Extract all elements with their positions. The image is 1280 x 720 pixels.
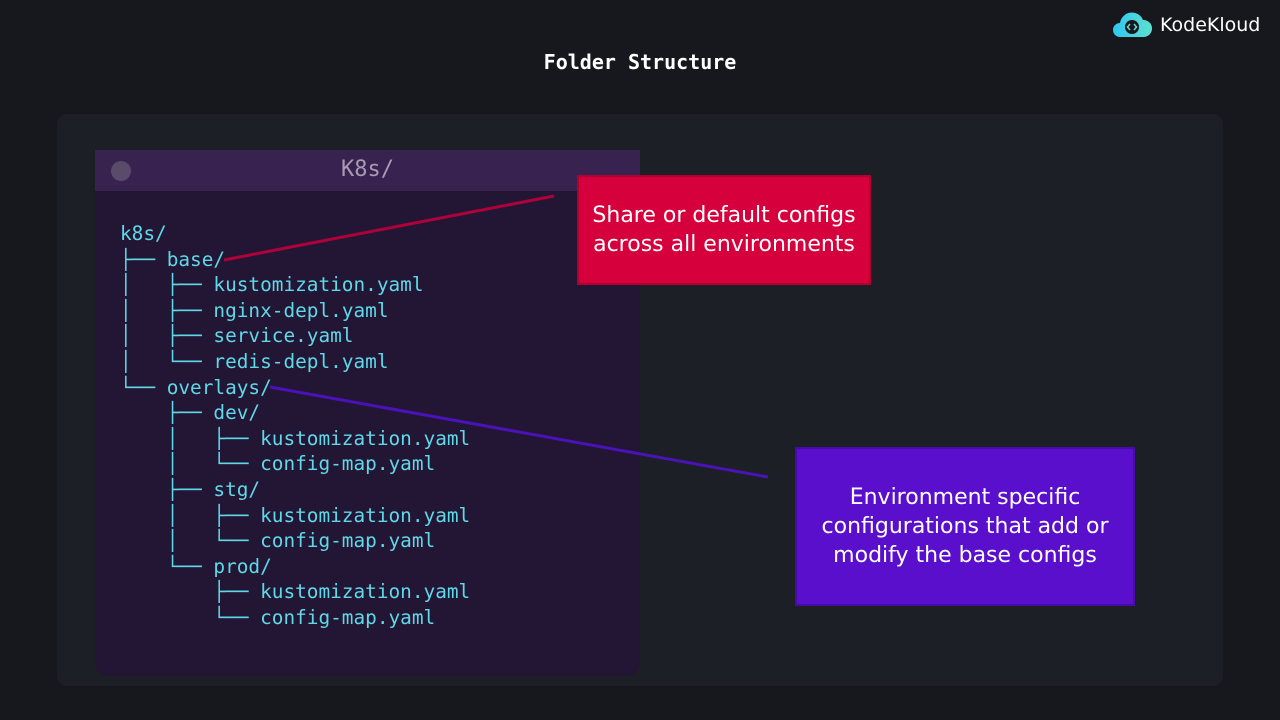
tree-item: │ ├── kustomization.yaml xyxy=(120,426,471,450)
tree-item: └── config-map.yaml xyxy=(120,605,436,629)
tree-item: k8s/ xyxy=(120,222,167,245)
tree-item: │ └── redis-depl.yaml xyxy=(120,349,389,373)
overlays-callout: Environment specific configurations that… xyxy=(795,447,1135,606)
folder-window: K8s/ k8s/├── base/│ ├── kustomization.ya… xyxy=(95,150,640,676)
tree-item: ├── dev/ xyxy=(120,401,261,425)
brand-logo: KodeKloud xyxy=(1112,12,1260,38)
window-title: K8s/ xyxy=(341,157,394,182)
cloud-code-icon xyxy=(1113,12,1152,37)
tree-item: ├── base/ xyxy=(120,247,226,271)
tree-item: └── overlays/ xyxy=(120,375,272,399)
tree-item: │ ├── nginx-depl.yaml xyxy=(120,298,389,322)
tree-item: ├── stg/ xyxy=(120,477,261,501)
brand-name: KodeKloud xyxy=(1160,14,1261,36)
window-button[interactable] xyxy=(111,161,131,181)
folder-tree: k8s/├── base/│ ├── kustomization.yaml│ ├… xyxy=(120,221,470,631)
tree-item: │ └── config-map.yaml xyxy=(120,452,436,476)
tree-item: │ ├── kustomization.yaml xyxy=(120,503,471,527)
base-callout: Share or default configs across all envi… xyxy=(577,175,871,285)
window-header: K8s/ xyxy=(95,150,640,191)
tree-item: │ ├── kustomization.yaml xyxy=(120,273,424,297)
tree-item: │ └── config-map.yaml xyxy=(120,529,436,553)
tree-item: ├── kustomization.yaml xyxy=(120,580,471,604)
tree-item: └── prod/ xyxy=(120,554,272,578)
slide-title: Folder Structure xyxy=(543,50,737,74)
tree-item: │ ├── service.yaml xyxy=(120,324,354,348)
